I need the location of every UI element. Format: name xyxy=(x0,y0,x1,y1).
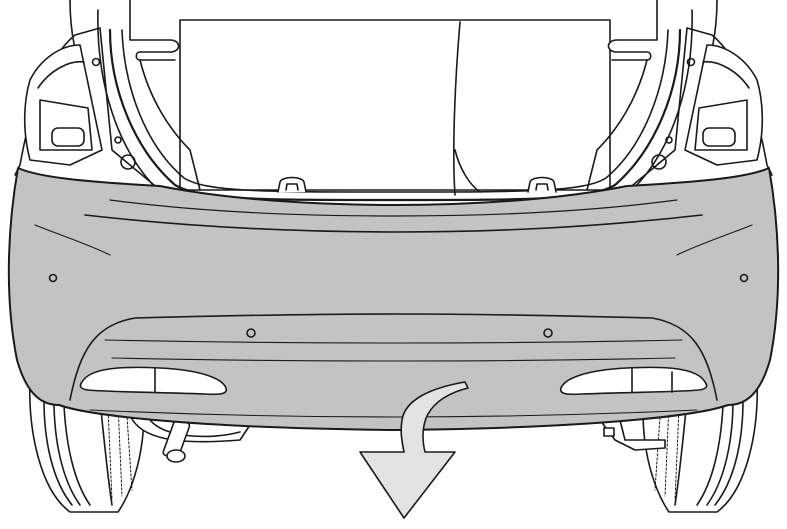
rear-bumper xyxy=(7,167,780,431)
left-tail-light xyxy=(23,44,103,166)
car-body xyxy=(14,0,773,213)
removal-direction-arrow xyxy=(359,381,469,519)
right-tail-light xyxy=(684,44,764,166)
exhaust-pipe xyxy=(129,414,251,463)
tow-hook-bracket xyxy=(599,419,666,451)
